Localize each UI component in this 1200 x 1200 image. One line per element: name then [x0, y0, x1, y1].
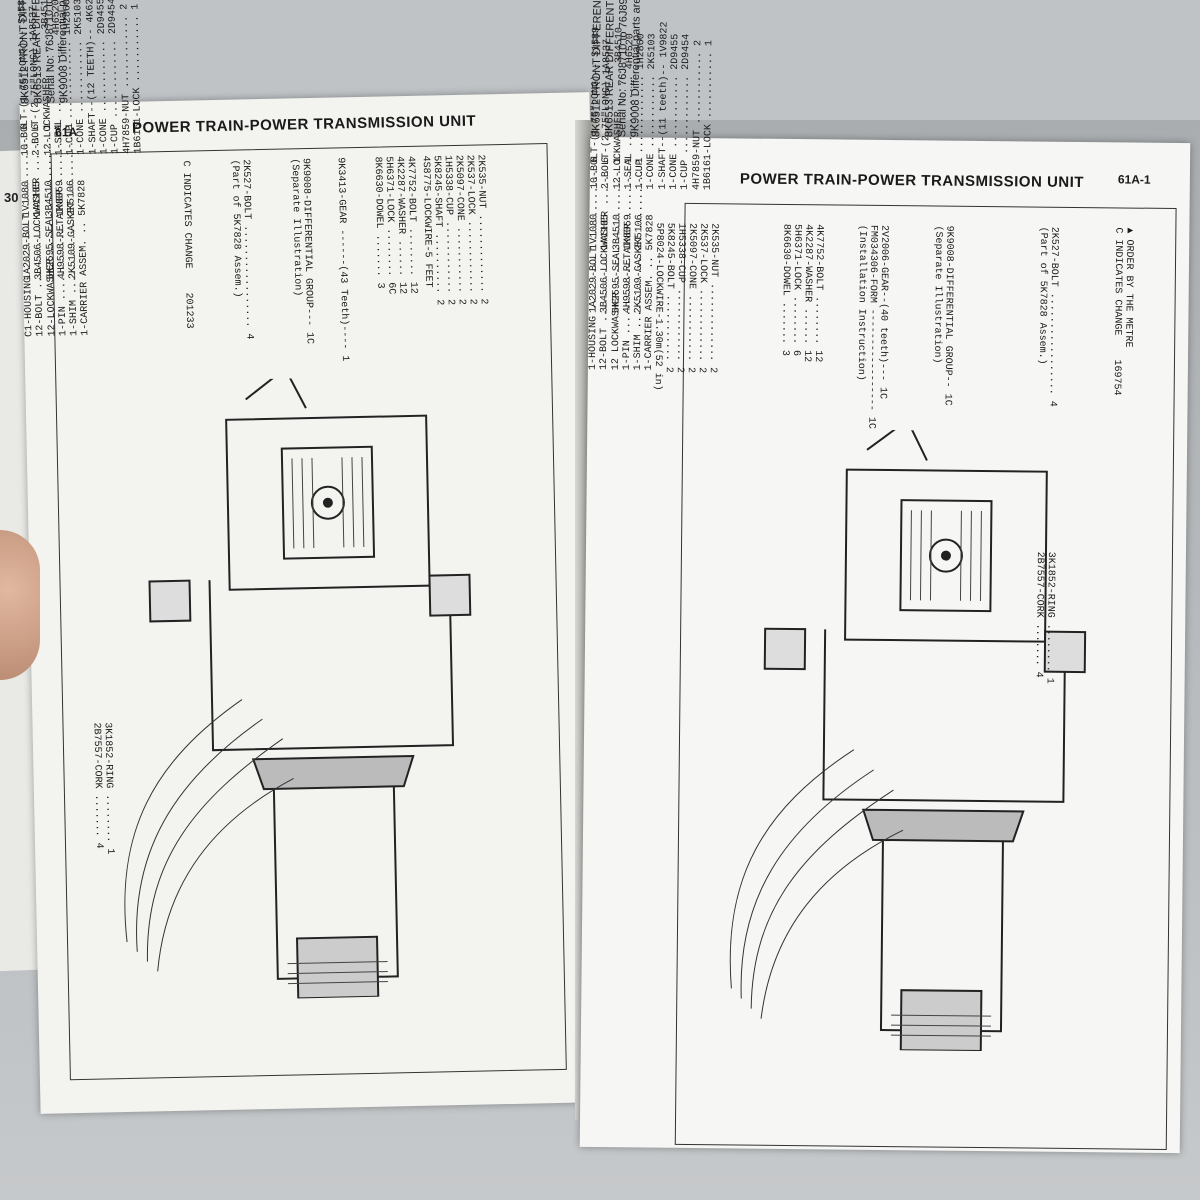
left-code: 201233 — [182, 292, 195, 329]
thumb — [0, 530, 40, 680]
right-notes-callout: ▲ ORDER BY THE METRE C INDICATES CHANGE … — [1111, 227, 1135, 395]
right-callout: 5H6371-LOCK ........ 6 — [790, 223, 803, 357]
right-callout: 4K2287-WASHER ...... 12 — [800, 224, 814, 363]
left-callouts-top: 2K535-NUT ............. 2 2K537-LOCK ...… — [420, 154, 489, 305]
right-order-note: ▲ ORDER BY THE METRE — [1122, 227, 1135, 348]
right-form-label: FM034306-FORM ----------------- 1C — [865, 224, 879, 429]
right-gear-label: 2V2006-GEAR--(40 teeth)--- 1C — [876, 224, 890, 400]
right-part-row: 1B6161-LOCK ........... 1 — [702, 40, 716, 191]
right-callouts-mid: 4K7752-BOLT ........ 12 4K2287-WASHER ..… — [779, 224, 824, 362]
right-callout: 5K8245-BOLT ........... 2 — [662, 222, 676, 373]
right-differential-cutaway-drawing — [729, 428, 1087, 1053]
right-callout: 2K537-LOCK ............ 2 — [695, 223, 709, 374]
left-page-title: POWER TRAIN-POWER TRANSMISSION UNIT — [131, 112, 477, 137]
right-change-note: C INDICATES CHANGE — [1111, 227, 1124, 336]
right-callout: 8K6630-DOWEL ....... 3 — [779, 223, 792, 357]
right-callout: 2K5097-CONE ........... 2 — [684, 222, 698, 374]
right-callout: 2K535-NUT ............. 2 — [706, 223, 720, 374]
right-code: 169754 — [1110, 359, 1123, 396]
left-callouts-mid: 4K7752-BOLT ........ 12 4K2287-WASHER ..… — [372, 156, 419, 295]
right-callouts-top: 2K535-NUT ............. 2 2K537-LOCK ...… — [652, 223, 720, 392]
left-change-note: C INDICATES CHANGE — [179, 160, 193, 269]
right-callout: 1H5338-CUP ............ 2 — [673, 222, 687, 373]
right-diff-callout: 9K9008-DIFFERENTIAL GROUP-- 1C (Separate… — [931, 225, 955, 406]
left-parts-list-3: C1-HOUSING ........ 1V1080 12-BOLT .....… — [12, 0, 92, 337]
right-callout: 4K7752-BOLT ........ 12 — [811, 224, 825, 363]
stack-page-number: 30 — [4, 190, 19, 205]
right-gear-form-callout: 2V2006-GEAR--(40 teeth)--- 1C FM034306-F… — [854, 224, 890, 429]
right-diff-group-label: 9K9008-DIFFERENTIAL GROUP-- 1C — [941, 225, 955, 406]
right-bolt-label: 2K527-BOLT ................. 4 — [1046, 226, 1060, 407]
right-page-title: POWER TRAIN-POWER TRANSMISSION UNIT — [739, 170, 1085, 192]
left-diff-callout: 9K9008-DIFFERENTIAL GROUP--- 1C (Separat… — [289, 158, 315, 344]
left-page: 61A POWER TRAIN-POWER TRANSMISSION UNIT — [14, 0, 611, 1114]
right-bolt-callout: 2K527-BOLT ................. 4 (Part of … — [1036, 226, 1060, 407]
right-ring-cork: 3K1852-RING ........ 1 2B7557-CORK .....… — [1033, 552, 1056, 684]
right-parts-list-3: 1-HOUSING ......... 1V1080 12-BOLT .....… — [588, 0, 662, 371]
left-ring-cork: 3K1852-RING ........ 1 2B7557-CORK .....… — [90, 722, 115, 854]
right-ring: 3K1852-RING ........ 1 — [1043, 551, 1056, 684]
right-page: POWER TRAIN-POWER TRANSMISSION UNIT 61A-… — [579, 0, 1191, 1154]
right-cork: 2B7557-CORK ....... 4 — [1032, 551, 1045, 678]
left-bolt-callout: 2K527-BOLT ................. 4 (Part of … — [229, 159, 255, 339]
right-page-number: 61A-1 — [1117, 172, 1151, 187]
left-differential-cutaway-drawing — [124, 373, 472, 1000]
